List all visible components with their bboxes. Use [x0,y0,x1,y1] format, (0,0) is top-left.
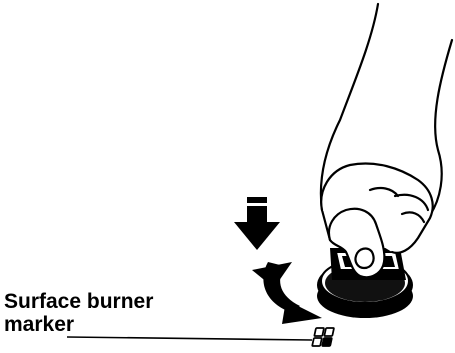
down-arrow-icon [234,197,280,250]
surface-burner-marker-label: Surface burner marker [4,290,153,336]
callout-line-2: marker [4,313,153,336]
hand [321,4,452,277]
callout-leader-line [67,337,312,340]
callout-line-1: Surface burner [4,290,153,313]
surface-burner-marker-icon [312,328,334,346]
curved-turn-arrow-icon [252,262,322,324]
